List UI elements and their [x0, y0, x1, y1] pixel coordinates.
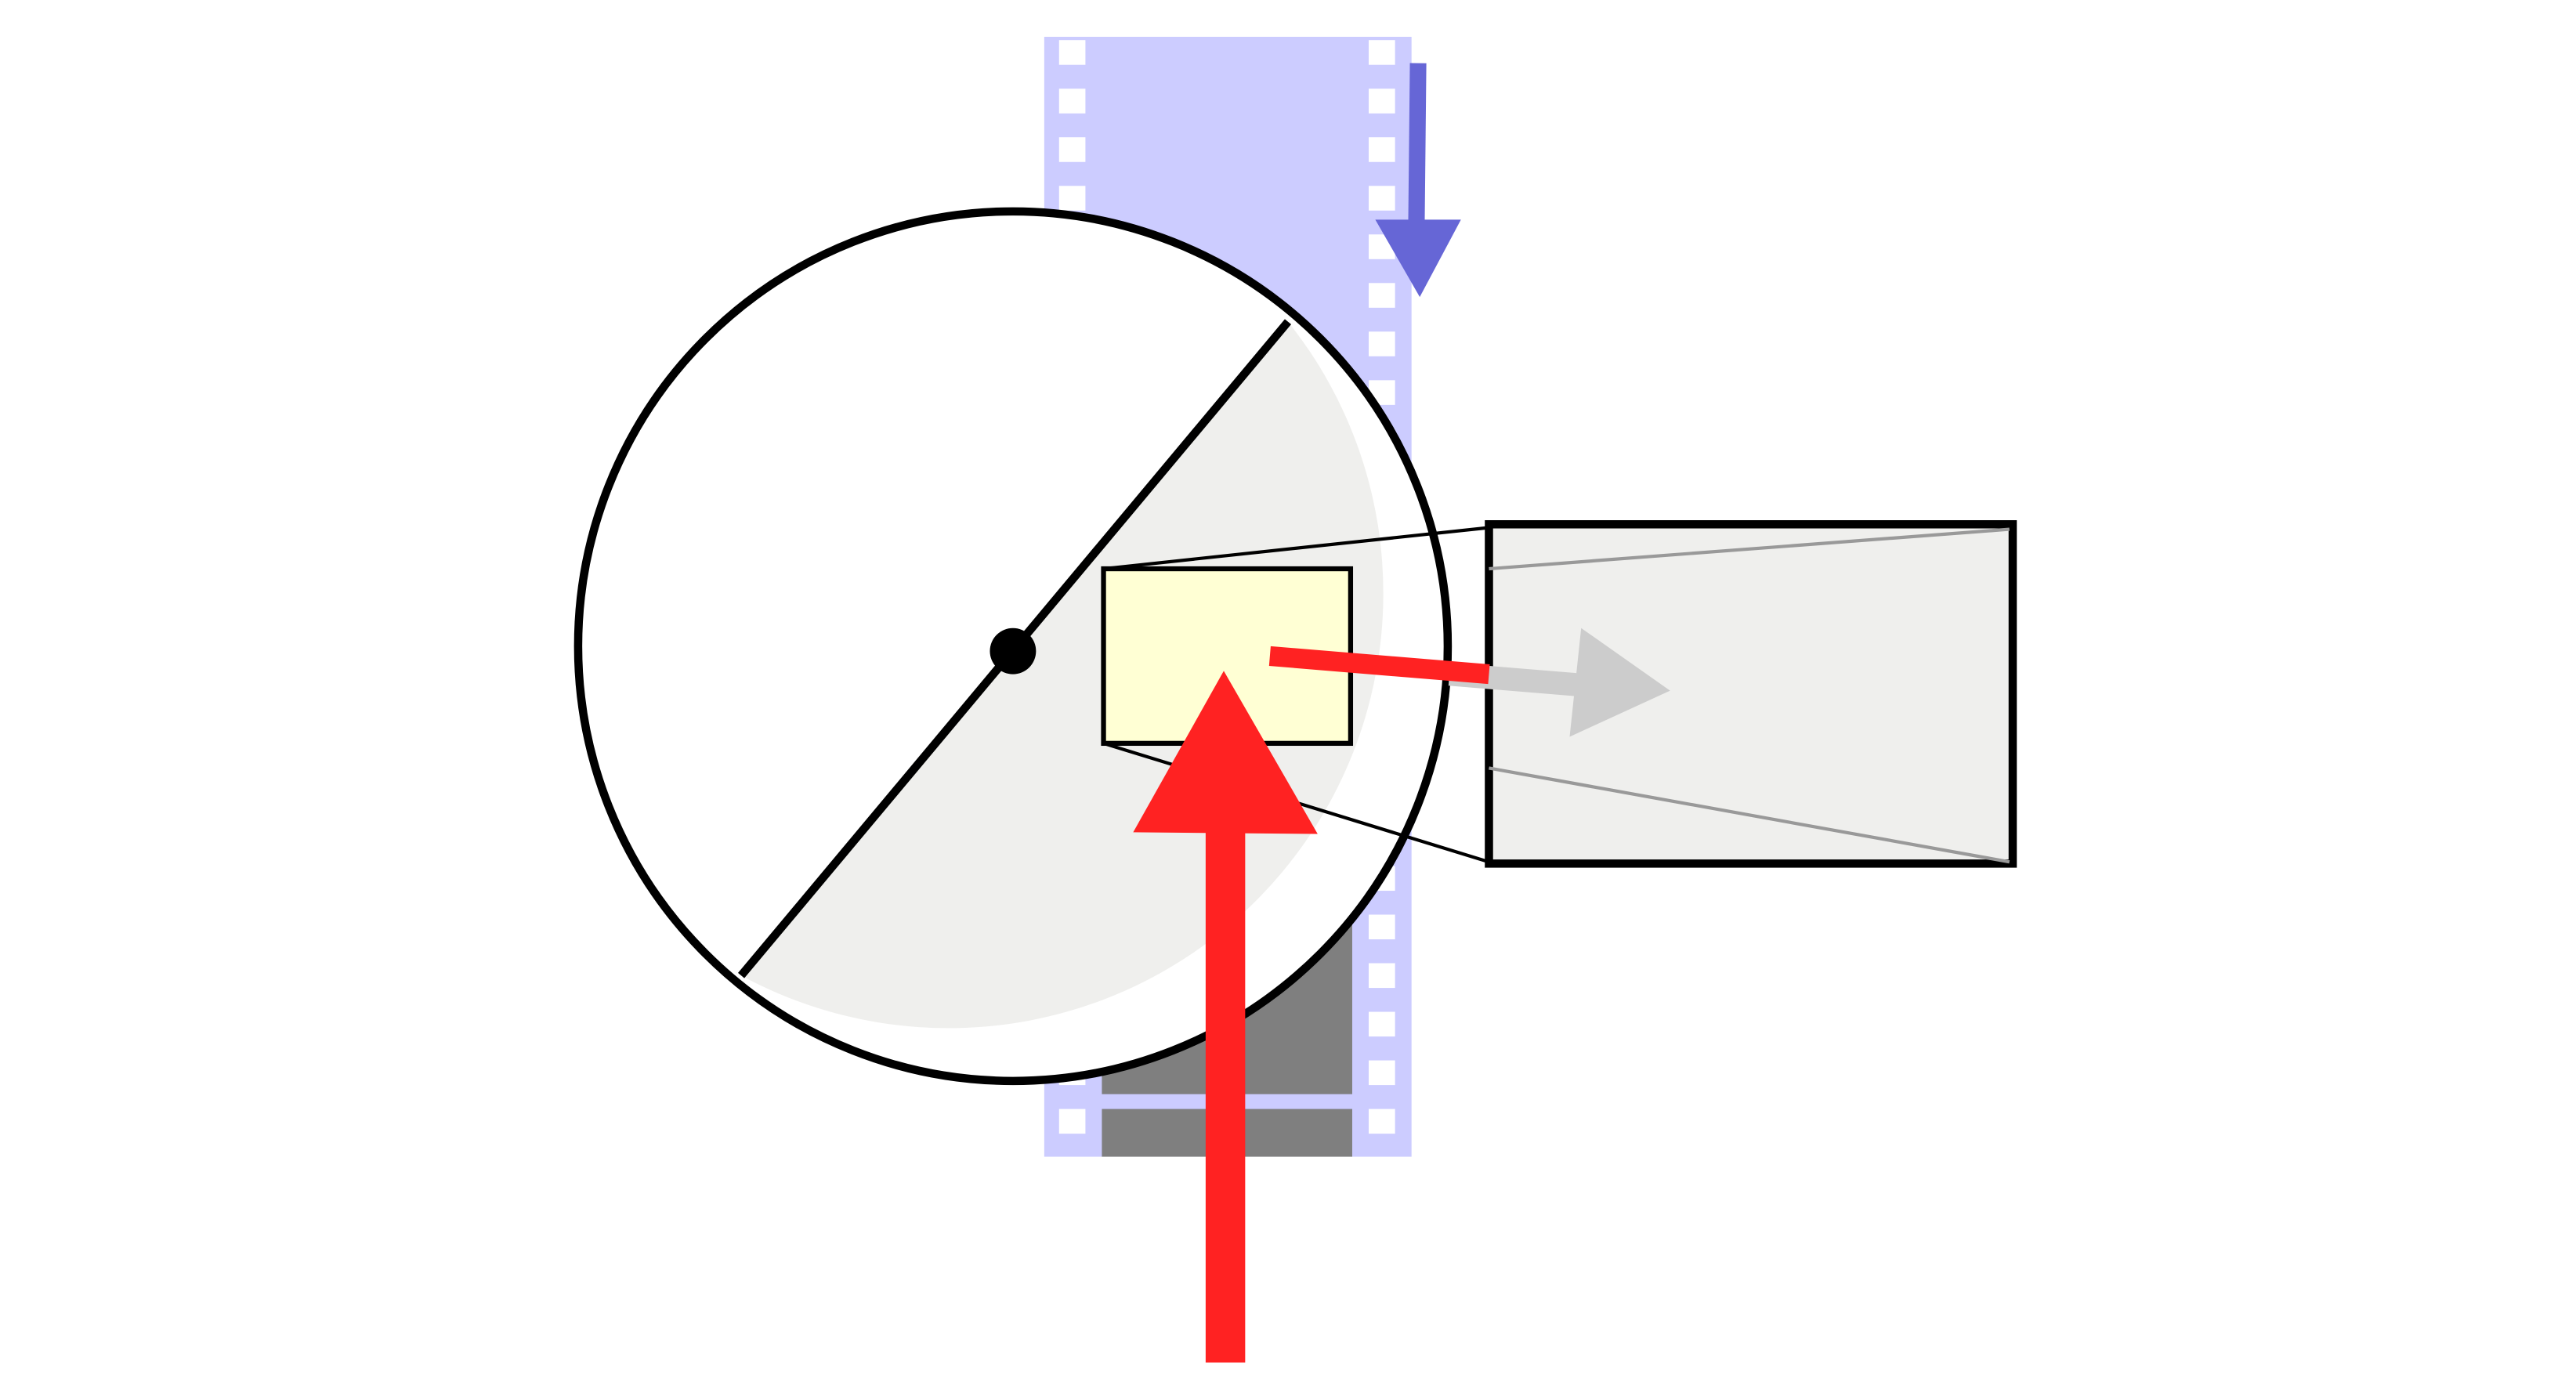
- sprocket-hole: [1058, 89, 1086, 114]
- film-direction-arrow: [1375, 63, 1461, 298]
- lamp-light-shaft: [1205, 823, 1246, 1363]
- screen-beam-line: [1489, 527, 2010, 571]
- screen-beam-line: [1489, 766, 2010, 864]
- sprocket-hole: [1058, 186, 1086, 211]
- sprocket-hole: [1369, 1011, 1395, 1037]
- light-through-gate: [1268, 646, 1490, 685]
- sprocket-hole: [1369, 1109, 1395, 1134]
- sprocket-hole: [1058, 40, 1086, 65]
- lamp-light-arrow: [1133, 671, 1318, 1363]
- projected-light-head: [1569, 628, 1670, 737]
- sprocket-hole: [1058, 1109, 1086, 1134]
- shutter-axle: [990, 628, 1037, 675]
- sprocket-hole: [1369, 1060, 1395, 1086]
- sprocket-hole: [1369, 40, 1395, 65]
- projected-light-arrow: [1268, 628, 1670, 737]
- sprocket-hole: [1369, 914, 1395, 940]
- sprocket-hole: [1369, 331, 1395, 356]
- sprocket-hole: [1369, 186, 1395, 211]
- sprocket-hole: [1058, 137, 1086, 162]
- sprocket-hole: [1369, 137, 1395, 162]
- beam-outline: [1103, 526, 1489, 571]
- shutter-rim: [573, 207, 1453, 1086]
- lamp-light-head: [1133, 671, 1318, 834]
- sprocket-hole: [1369, 963, 1395, 989]
- film-arrow-shaft: [1408, 63, 1427, 223]
- sprocket-hole: [1369, 283, 1395, 308]
- sprocket-hole: [1369, 89, 1395, 114]
- film-arrow-head: [1375, 219, 1461, 298]
